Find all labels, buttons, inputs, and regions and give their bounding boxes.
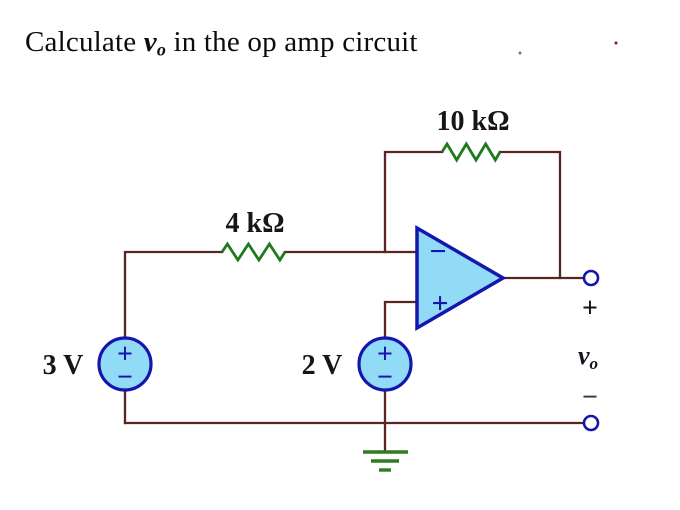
wires [123,150,586,454]
source-3v-circle [97,336,153,392]
source-3v-label: 3 V [43,350,84,381]
opamp-inverting-sign: − [429,235,446,268]
output-terminal-top [582,269,600,287]
title-variable: v [143,26,157,58]
source-2v-plus-sign: + [377,339,393,370]
opamp-triangle [415,224,507,332]
resistor-4k-label: 4 kΩ [226,208,285,239]
source-2v-label: 2 V [302,350,343,381]
artifact-dot-1 [518,51,522,55]
wire-feedback-right [498,150,562,280]
output-voltage-subscript: o [590,354,599,373]
source-2v-circle [357,336,413,392]
wire-feedback-left [383,150,444,254]
output-plus-sign: + [582,293,598,324]
title-text-prefix: Calculate [25,26,144,58]
output-voltage-label: vo [578,341,598,373]
problem-title: Calculate vo in the op amp circuit [25,26,418,60]
resistor-10k-zigzag [440,141,502,163]
ground-symbol [363,450,408,472]
output-voltage-var: v [578,341,590,370]
voltage-source-2v: + − 2 V [302,336,413,393]
voltage-source-3v: + − 3 V [43,336,153,393]
output-terminal-bottom [582,414,600,432]
source-3v-plus-sign: + [117,339,133,370]
resistor-10k-label: 10 kΩ [437,106,510,137]
wire-left-rail [123,250,224,340]
source-3v-minus-sign: − [117,362,133,393]
artifact-dot-2 [614,41,618,45]
source-2v-minus-sign: − [377,362,393,393]
resistor-4k-zigzag [220,241,287,263]
output-minus-sign: − [582,382,598,413]
opamp-noninverting-sign: + [431,287,448,320]
title-text-suffix: in the op amp circuit [166,26,418,58]
title-variable-subscript: o [156,39,167,60]
wire-noninverting-input [383,300,419,340]
